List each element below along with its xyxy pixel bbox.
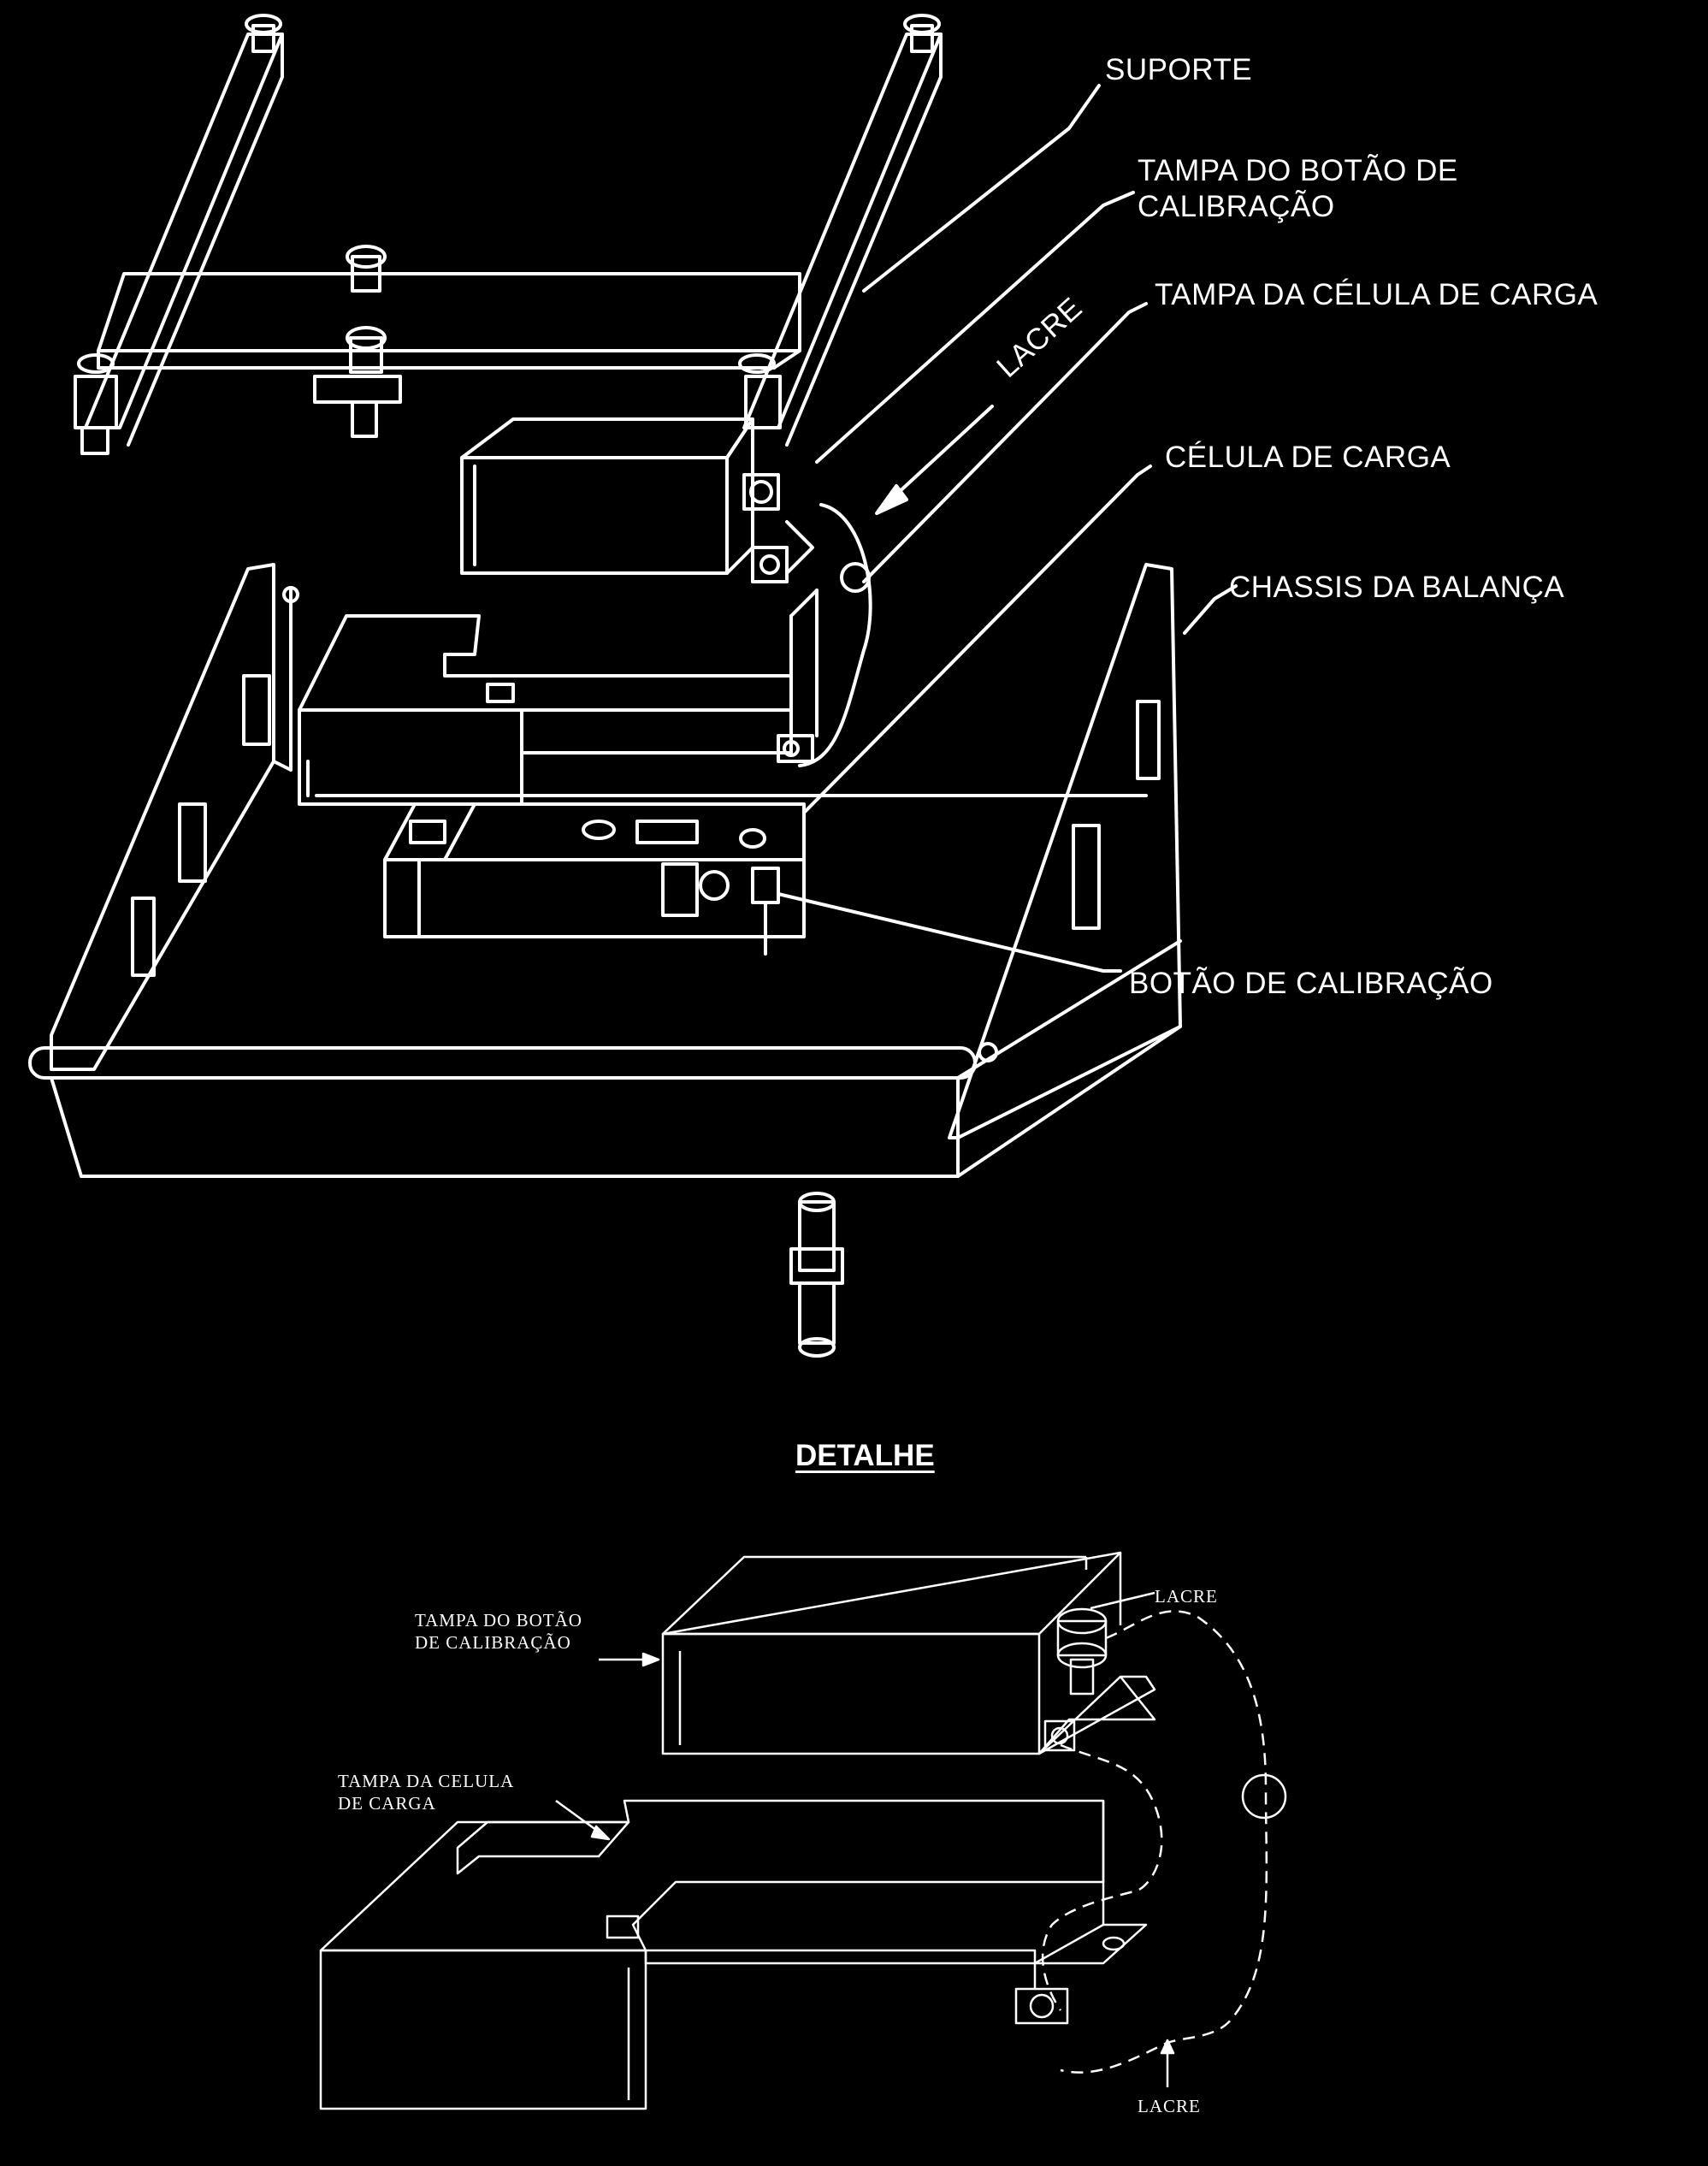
load-cell <box>383 802 806 956</box>
detail-label-lacre-bottom: LACRE <box>1138 2096 1201 2116</box>
detail-label-tampa-celula-line1: TAMPA DA CELULA <box>338 1771 515 1791</box>
lacre-arrow <box>875 405 994 515</box>
detail-heading: DETALHE <box>795 1439 935 1472</box>
calibration-button-cover <box>460 417 814 583</box>
detail-leader-arrows <box>555 1591 1175 2087</box>
leader-lines <box>777 84 1238 973</box>
detail-label-tampa-botao-line2: DE CALIBRAÇÃO <box>415 1632 571 1653</box>
detail-seal-wire-outer <box>1060 1610 1268 2074</box>
label-chassis: CHASSIS DA BALANÇA <box>1229 571 1565 604</box>
detail-label-tampa-botao-line1: TAMPA DO BOTÃO <box>415 1610 582 1630</box>
detail-button-cover <box>661 1551 1156 1755</box>
label-tampa-celula: TAMPA DA CÉLULA DE CARGA <box>1155 278 1599 311</box>
label-tampa-botao-line1: TAMPA DO BOTÃO DE <box>1138 154 1458 187</box>
detail-load-cell-cover <box>319 1799 1148 2110</box>
detail-label-tampa-celula-line2: DE CARGA <box>338 1793 436 1814</box>
detail-seal-lead <box>1241 1773 1287 1820</box>
label-botao: BOTÃO DE CALIBRAÇÃO <box>1129 967 1493 1000</box>
detail-label-lacre-top: LACRE <box>1155 1586 1218 1607</box>
scale-chassis <box>28 563 1182 1178</box>
detail-top-screw <box>1043 1607 1108 1752</box>
label-tampa-botao-line2: CALIBRAÇÃO <box>1138 190 1335 223</box>
foot-screw <box>789 1192 844 1358</box>
label-celula: CÉLULA DE CARGA <box>1165 441 1451 474</box>
support-frame <box>74 14 943 455</box>
label-suporte: SUPORTE <box>1105 53 1253 86</box>
load-cell-cover <box>298 589 819 806</box>
detail-seal-wire-inner <box>1041 1743 1163 2011</box>
